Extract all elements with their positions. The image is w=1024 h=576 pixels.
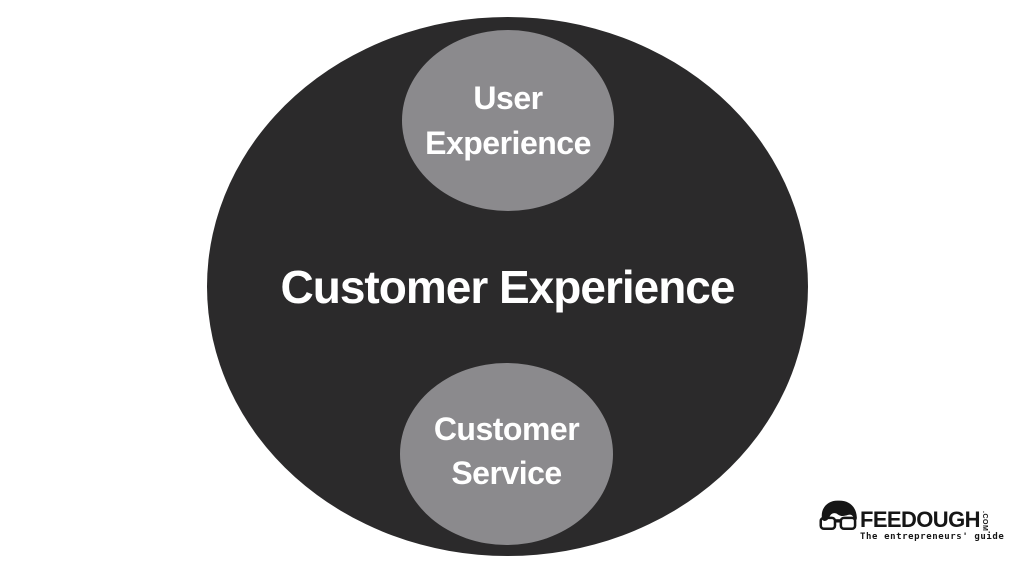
user-experience-circle: User Experience: [402, 30, 614, 211]
customer-experience-label: Customer Experience: [280, 261, 736, 313]
customer-service-circle: Customer Service: [400, 363, 613, 545]
logo-text-block: FEEDOUGH .COM The entrepreneurs' guide: [860, 507, 1005, 543]
feedough-logo: FEEDOUGH .COM The entrepreneurs' guide: [819, 499, 1004, 542]
logo-wordmark-row: FEEDOUGH .COM: [860, 507, 1004, 532]
logo-tagline: The entrepreneurs' guide: [860, 532, 1005, 543]
user-experience-label: User Experience: [425, 80, 591, 161]
logo-tld-text: .COM: [980, 511, 988, 532]
hair-and-glasses-face-icon: [819, 500, 857, 531]
customer-service-label: Customer Service: [433, 410, 580, 491]
logo-brand-text: FEEDOUGH: [860, 507, 980, 532]
